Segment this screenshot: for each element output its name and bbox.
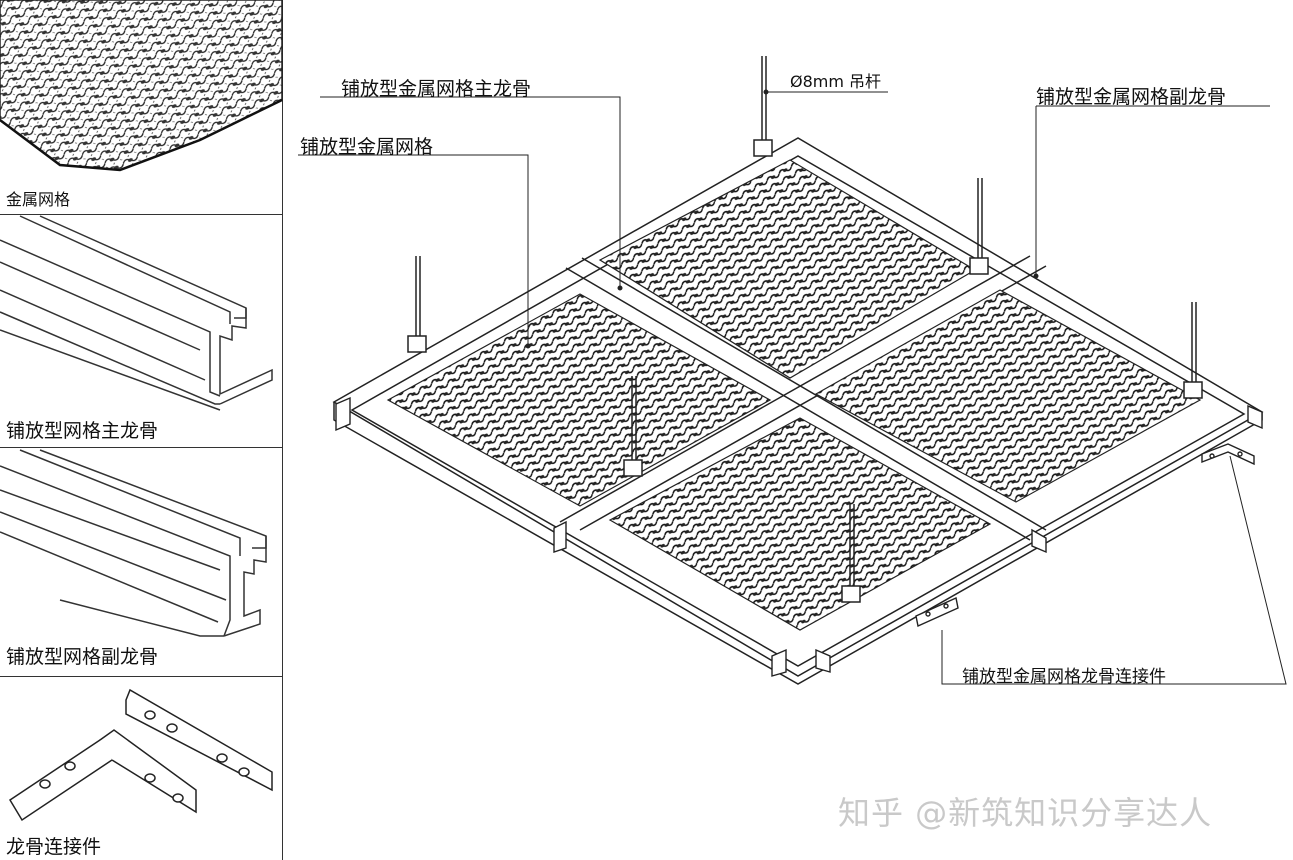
sidebar-panel — [0, 0, 283, 860]
rod-callout: Ø8mm 吊杆 — [790, 72, 882, 91]
main-keel-label: 铺放型网格主龙骨 — [6, 420, 159, 442]
sub-keel-callout: 铺放型金属网格副龙骨 — [1036, 86, 1227, 108]
main-keel-illustration — [0, 215, 273, 411]
loose-connector-pieces — [915, 443, 1255, 627]
sub-keel-illustration — [0, 449, 267, 637]
sub-keel-label: 铺放型网格副龙骨 — [6, 646, 159, 668]
connector-illustration — [8, 688, 273, 822]
mesh-panels — [386, 159, 1202, 631]
connector-label: 龙骨连接件 — [6, 836, 102, 858]
connector-callout: 铺放型金属网格龙骨连接件 — [962, 667, 1166, 687]
main-keel-callout: 铺放型金属网格主龙骨 — [341, 78, 532, 100]
panel-divider — [0, 214, 283, 215]
panel-divider — [0, 676, 283, 677]
frame-end-connectors — [335, 396, 1263, 677]
watermark: 知乎 @新筑知识分享达人 — [838, 794, 1213, 832]
mesh-label: 金属网格 — [6, 190, 71, 209]
callout-leaders — [298, 89, 1287, 685]
mesh-sample-illustration — [0, 0, 283, 172]
panel-divider — [0, 447, 283, 448]
mesh-callout: 铺放型金属网格 — [300, 136, 434, 158]
suspension-rods — [407, 56, 1203, 603]
